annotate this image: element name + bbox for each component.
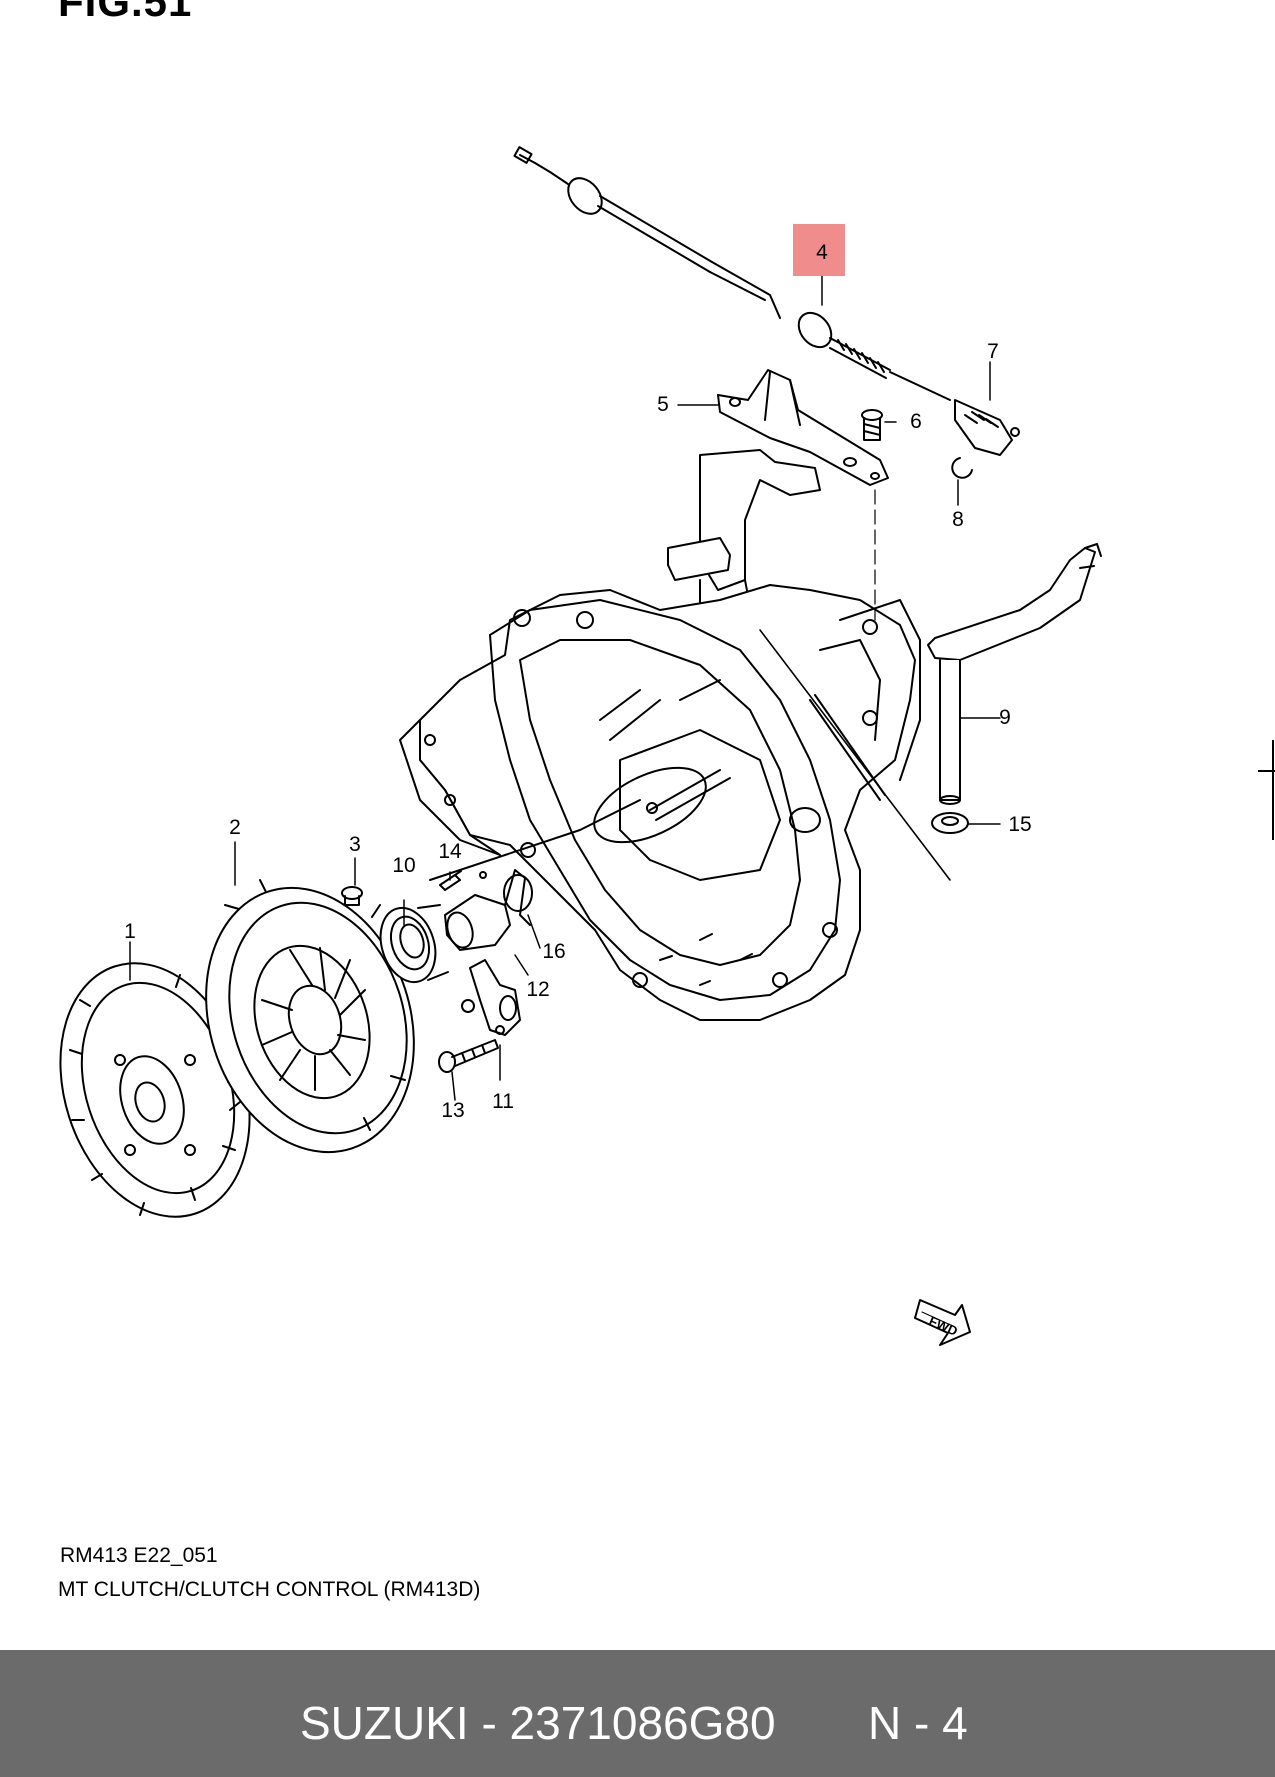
e-clip: [951, 457, 973, 479]
release-fork: [461, 959, 521, 1036]
highlighted-callout-box: [793, 224, 845, 276]
footer-reference: N - 4: [868, 1697, 968, 1749]
callout-4[interactable]: 4: [816, 241, 828, 264]
footer-part-number: SUZUKI - 2371086G80: [300, 1697, 776, 1749]
figure-label: FIG.51: [58, 0, 193, 25]
callout-3[interactable]: 3: [349, 833, 361, 856]
callout-7[interactable]: 7: [987, 340, 999, 363]
edge-line: [1272, 740, 1274, 840]
shaft-bushing: [931, 812, 969, 834]
release-shaft: [927, 543, 1102, 805]
o-ring: [503, 874, 533, 912]
leader-lines: [129, 267, 1001, 1101]
callout-6[interactable]: 6: [910, 410, 922, 433]
callout-16[interactable]: 16: [542, 940, 566, 963]
transmission-case: [419, 584, 921, 1021]
bearing-guide-sleeve: [444, 869, 531, 951]
callout-11[interactable]: 11: [492, 1090, 514, 1113]
diagram-code: RM413 E22_051: [60, 1544, 218, 1567]
cable-guide-line: [759, 629, 951, 881]
fwd-arrow-icon: [914, 1299, 971, 1346]
pressure-plate-bolt: [341, 886, 363, 906]
callout-8[interactable]: 8: [952, 508, 964, 531]
callout-5[interactable]: 5: [657, 393, 669, 416]
callout-1[interactable]: 1: [124, 920, 136, 943]
exploded-parts-diagram: FWD: [59, 146, 1102, 1346]
callout-10[interactable]: 10: [392, 854, 416, 877]
callout-2[interactable]: 2: [229, 816, 241, 839]
fork-bolt: [438, 1039, 499, 1073]
clutch-cable: [513, 146, 1020, 456]
callout-15[interactable]: 15: [1008, 813, 1032, 836]
release-bearing: [379, 904, 449, 984]
callout-9[interactable]: 9: [999, 706, 1011, 729]
diagram-title: MT CLUTCH/CLUTCH CONTROL (RM413D): [58, 1578, 481, 1601]
bell-housing-rear: [399, 719, 501, 856]
callout-13[interactable]: 13: [441, 1099, 465, 1122]
edge-tick: [1258, 770, 1275, 772]
footer-bar: [0, 1650, 1275, 1777]
cable-bracket: [717, 369, 889, 486]
bracket-bolt: [861, 409, 883, 441]
callout-12[interactable]: 12: [526, 978, 550, 1001]
callout-14[interactable]: 14: [438, 840, 462, 863]
